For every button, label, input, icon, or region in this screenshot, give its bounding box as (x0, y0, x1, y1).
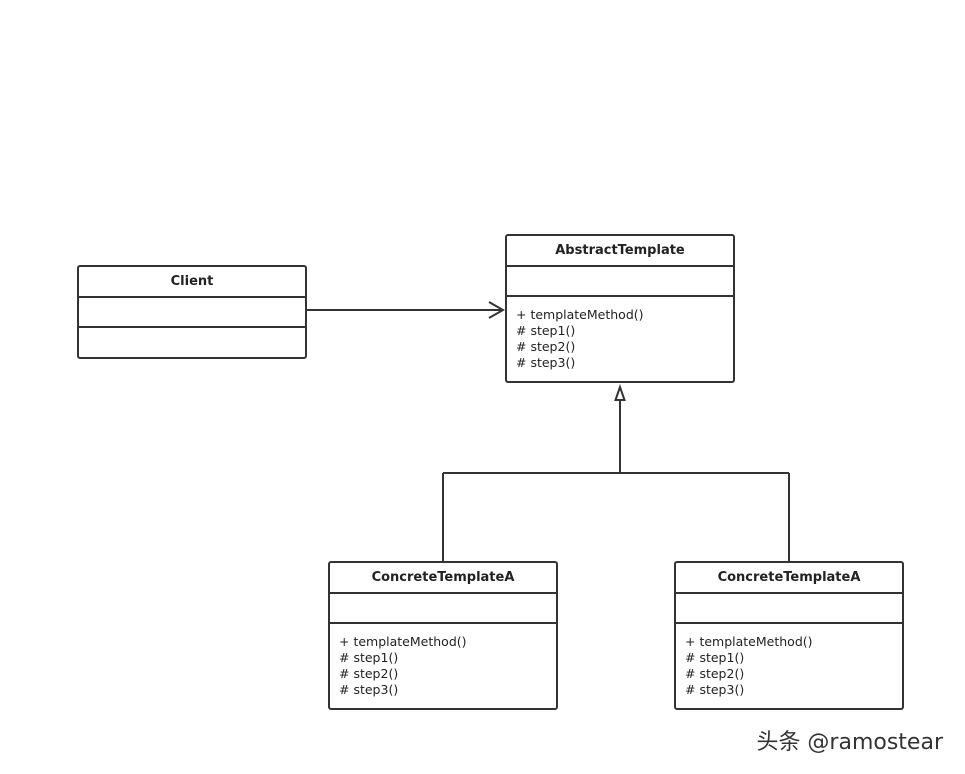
operation: # step2() (339, 666, 399, 681)
operation: # step1() (339, 650, 399, 665)
watermark: 头条 @ramostear (756, 730, 943, 755)
class-name: ConcreteTemplateA (330, 563, 556, 594)
operation: + templateMethod() (339, 634, 467, 649)
operation: # step3() (516, 355, 576, 370)
operation: # step3() (339, 682, 399, 697)
inheritance-triangle (614, 383, 626, 401)
class-name: Client (79, 267, 305, 298)
open-arrowhead (488, 301, 506, 319)
operations-compartment: + templateMethod() # step1() # step2() #… (676, 624, 902, 708)
class-client[interactable]: Client (77, 265, 307, 359)
attributes-compartment (330, 594, 556, 624)
operations-compartment: + templateMethod() # step1() # step2() #… (330, 624, 556, 708)
attributes-compartment (79, 298, 305, 328)
class-name: AbstractTemplate (507, 236, 733, 267)
operation: # step2() (685, 666, 745, 681)
attributes-compartment (676, 594, 902, 624)
class-concrete-template-right[interactable]: ConcreteTemplateA + templateMethod() # s… (674, 561, 904, 710)
operation: # step1() (685, 650, 745, 665)
operations-compartment: + templateMethod() # step1() # step2() #… (507, 297, 733, 381)
operation: + templateMethod() (685, 634, 813, 649)
class-name: ConcreteTemplateA (676, 563, 902, 594)
class-concrete-template-left[interactable]: ConcreteTemplateA + templateMethod() # s… (328, 561, 558, 710)
operation: # step3() (685, 682, 745, 697)
class-abstract-template[interactable]: AbstractTemplate + templateMethod() # st… (505, 234, 735, 383)
attributes-compartment (507, 267, 733, 297)
operation: + templateMethod() (516, 307, 644, 322)
operation: # step1() (516, 323, 576, 338)
operation: # step2() (516, 339, 576, 354)
operations-compartment (79, 328, 305, 357)
